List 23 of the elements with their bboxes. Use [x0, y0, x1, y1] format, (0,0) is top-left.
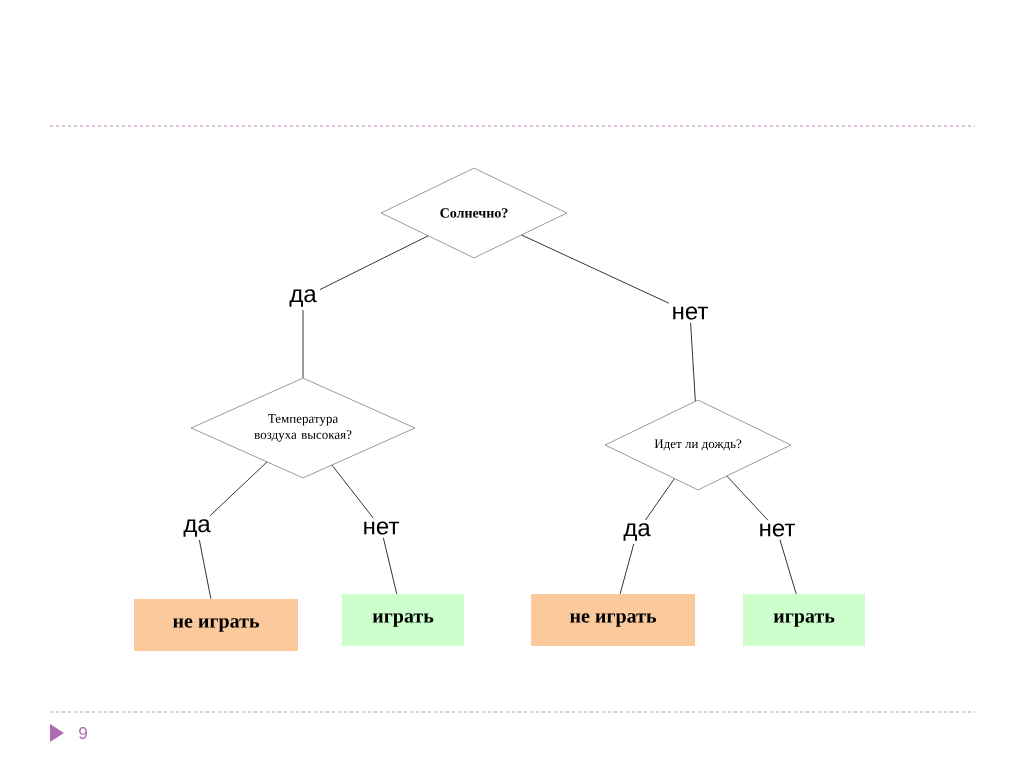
connector-line	[645, 478, 675, 521]
connector-line	[619, 543, 635, 595]
connector-line	[302, 309, 304, 379]
connector-line	[779, 539, 797, 595]
connector-line	[690, 322, 696, 402]
answer-text: нет	[760, 523, 795, 537]
outcome-box: не играть	[531, 594, 695, 646]
connector-line	[198, 539, 212, 600]
connector-line	[726, 475, 769, 521]
outcome-box: играть	[342, 594, 464, 646]
outcome-box: играть	[743, 594, 865, 646]
page-number: 9	[79, 726, 87, 739]
answer-text: да	[623, 523, 651, 541]
connector-line	[521, 234, 670, 304]
connector-line	[209, 461, 268, 517]
connector-line	[382, 537, 398, 595]
answer-text: нет	[364, 521, 399, 535]
outcome-box: не играть	[134, 599, 298, 651]
connector-line	[319, 235, 429, 290]
connector-line	[331, 464, 374, 519]
answer-text: да	[183, 519, 211, 537]
answer-text: да	[289, 289, 317, 307]
answer-text: нет	[673, 306, 708, 320]
